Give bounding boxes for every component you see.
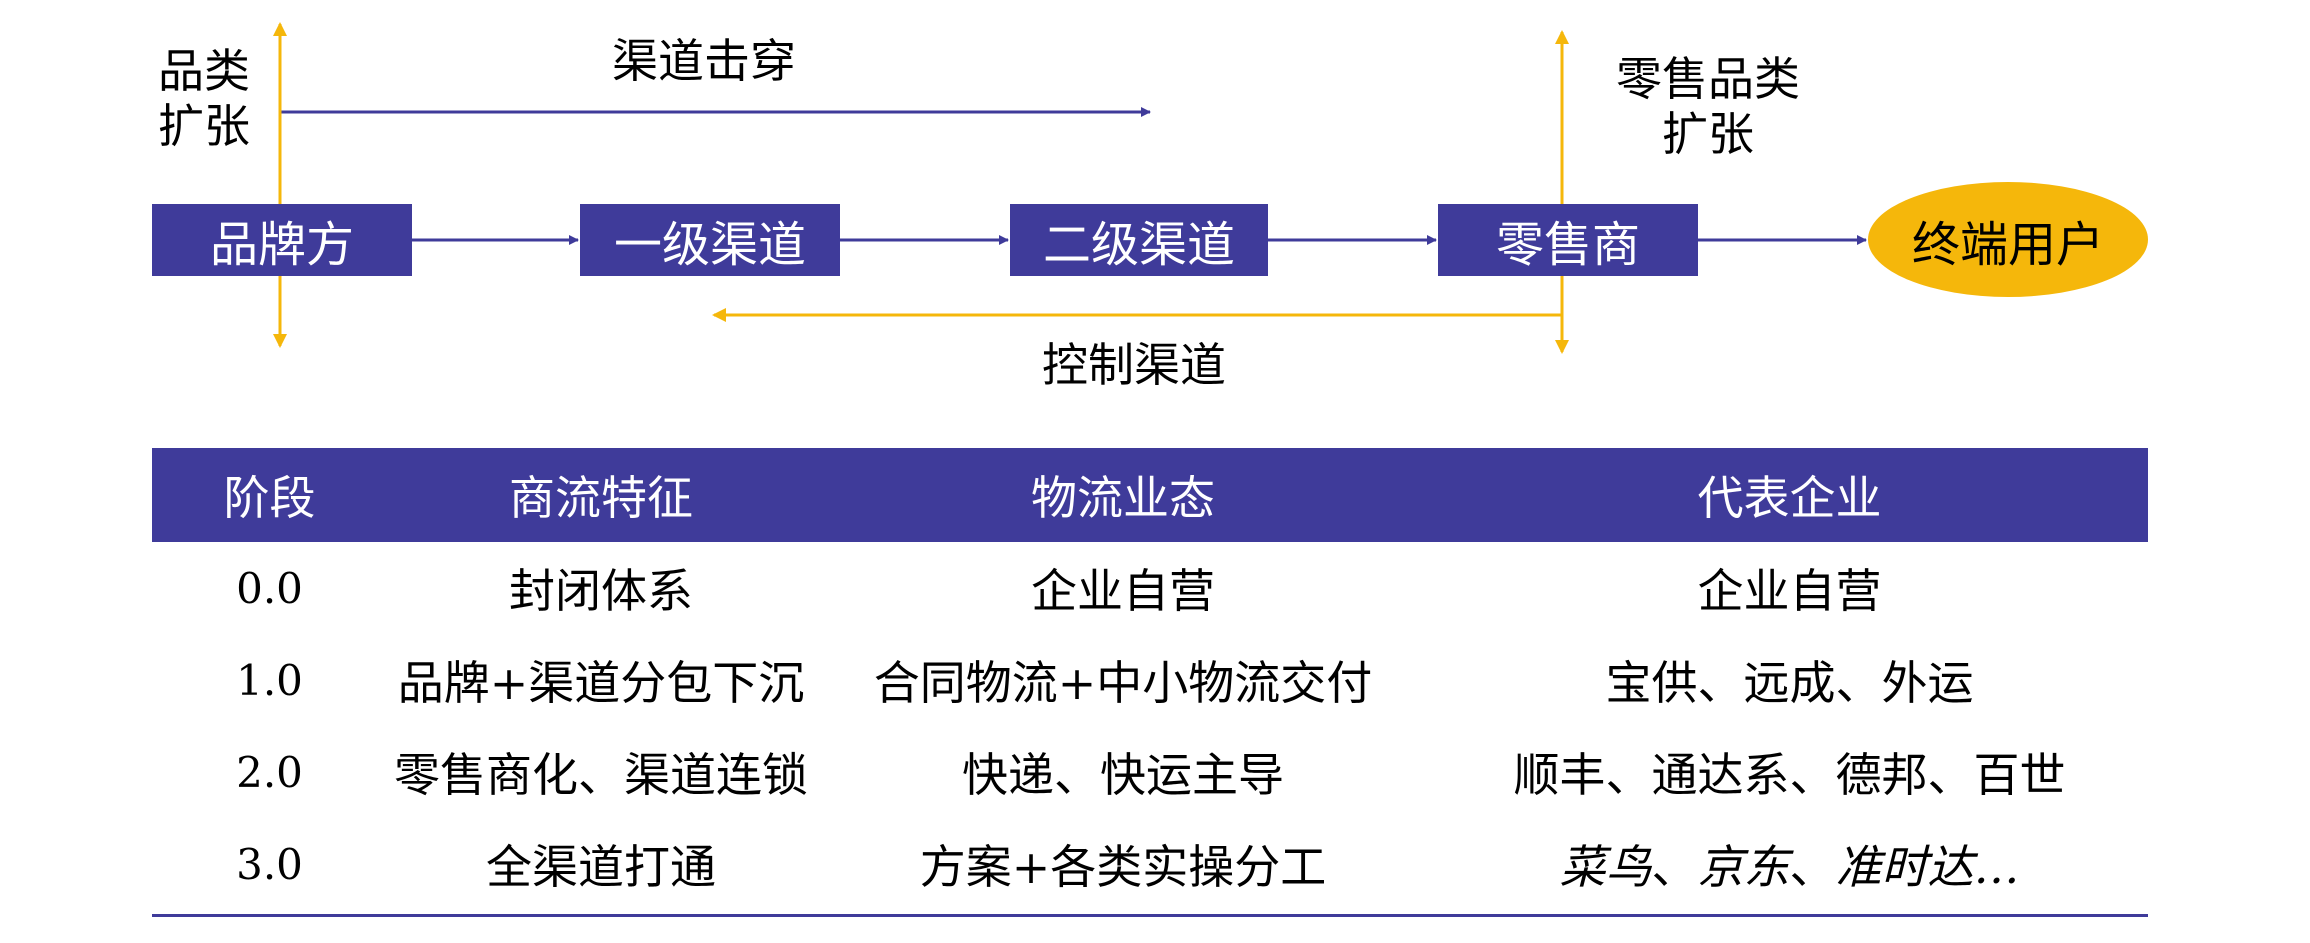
enterprise-part: 京东 — [1697, 840, 1790, 894]
table-row: 1.0 品牌+渠道分包下沉 合同物流+中小物流交付 宝供、远成、外运 — [152, 634, 2148, 726]
cell-stage: 0.0 — [236, 563, 303, 613]
node-brand: 品牌方 — [152, 204, 412, 276]
enterprise-separator: 、 — [1789, 840, 1836, 894]
cell-stage: 1.0 — [236, 655, 303, 705]
table-header: 阶段 商流特征 物流业态 代表企业 — [152, 448, 2148, 542]
table-row: 3.0 全渠道打通 方案+各类实操分工 菜鸟、京东、准时达… — [152, 818, 2148, 910]
header-logistics: 物流业态 — [1031, 471, 1215, 525]
retail-expansion-line-1: 零售品类 — [1616, 52, 1800, 106]
enterprise-part: 菜鸟 — [1559, 840, 1652, 894]
cell-logistics: 方案+各类实操分工 — [919, 840, 1327, 894]
cell-logistics: 企业自营 — [1031, 564, 1215, 618]
retail-category-expansion-label: 零售品类 扩张 — [1608, 52, 1808, 162]
cell-enterprises: 企业自营 — [1697, 564, 1882, 618]
enterprise-part: 准时达… — [1835, 840, 2020, 894]
cell-commerce: 封闭体系 — [509, 564, 693, 618]
table-bottom-rule — [152, 914, 2148, 917]
node-end-user: 终端用户 — [1868, 182, 2148, 297]
header-commerce: 商流特征 — [509, 471, 693, 525]
stage-table: 阶段 商流特征 物流业态 代表企业 0.0 封闭体系 企业自营 企业自营 1.0… — [152, 448, 2148, 910]
enterprise-separator: 、 — [1651, 840, 1698, 894]
cell-stage: 2.0 — [236, 747, 303, 797]
table-row: 2.0 零售商化、渠道连锁 快递、快运主导 顺丰、通达系、德邦、百世 — [152, 726, 2148, 818]
category-expansion-line-2: 扩张 — [158, 99, 250, 154]
cell-logistics: 快递、快运主导 — [962, 748, 1284, 802]
node-primary-channel: 一级渠道 — [580, 204, 840, 276]
cell-commerce: 零售商化、渠道连锁 — [394, 748, 808, 802]
category-expansion-line-1: 品类 — [158, 44, 250, 98]
channel-penetration-label: 渠道击穿 — [612, 34, 796, 88]
cell-enterprises: 顺丰、通达系、德邦、百世 — [1513, 748, 2066, 802]
category-expansion-label: 品类 扩张 — [158, 44, 250, 154]
cell-enterprises: 菜鸟、京东、准时达… — [1431, 831, 2148, 897]
cell-enterprises: 宝供、远成、外运 — [1605, 656, 1974, 710]
cell-stage: 3.0 — [236, 839, 303, 889]
table-row: 0.0 封闭体系 企业自营 企业自营 — [152, 542, 2148, 634]
cell-commerce: 品牌+渠道分包下沉 — [397, 656, 805, 710]
retail-expansion-line-2: 扩张 — [1662, 107, 1754, 162]
header-enterprises: 代表企业 — [1697, 471, 1882, 525]
cell-logistics: 合同物流+中小物流交付 — [873, 656, 1373, 710]
cell-commerce: 全渠道打通 — [486, 840, 716, 894]
control-channel-label: 控制渠道 — [1042, 338, 1226, 392]
channel-flow-diagram: 品类 扩张 渠道击穿 零售品类 扩张 控制渠道 品牌方 一级渠道 二级渠道 零售… — [0, 0, 2310, 430]
header-stage: 阶段 — [223, 471, 316, 525]
node-retailer: 零售商 — [1438, 204, 1698, 276]
node-secondary-channel: 二级渠道 — [1010, 204, 1268, 276]
